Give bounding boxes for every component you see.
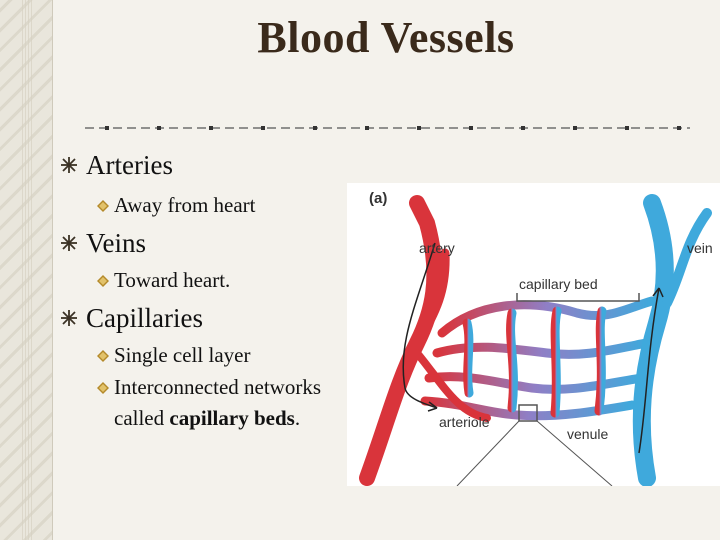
sub-bullet-toward: Toward heart. [97,265,230,296]
capillary-diagram: (a) artery vein capillary bed arteriole … [359,190,713,486]
vein-label: vein [687,240,713,256]
bullet-label: Capillaries [86,302,203,333]
diamond-bullet-icon [97,275,109,287]
bullet-veins: Veins [60,227,146,259]
capillary-bed-bracket [516,293,640,302]
arteriole-vessel [413,349,491,422]
sub-bullet-networks: Interconnected networks called capillary… [97,372,321,434]
artery-flow-arrow [402,242,438,409]
arteriole-label: arteriole [439,414,490,430]
bullet-arteries: Arteries [60,149,173,181]
panel-label: (a) [369,190,387,207]
sub-bullet-away: Away from heart [97,190,256,221]
capillary-beds-term: capillary beds [169,406,295,430]
bullet-capillaries: Capillaries [60,302,203,334]
networks-line2-prefix: called [114,406,170,430]
diamond-bullet-icon [97,200,109,212]
bullet-label: Arteries [86,149,173,180]
diamond-bullet-icon [97,350,109,362]
capillary-bed-label: capillary bed [519,276,598,292]
capillary-bed-figure: (a) artery vein capillary bed arteriole … [347,183,720,486]
sub-bullet-label: Away from heart [114,193,256,217]
cross-star-bullet-icon [61,157,77,173]
venule-label: venule [567,426,608,442]
sub-bullet-single-cell: Single cell layer [97,340,250,371]
networks-line2-suffix: . [294,406,301,430]
cross-star-bullet-icon [61,310,77,326]
artery-label: artery [419,240,455,256]
vein-flow-arrow [638,287,660,454]
side-bar-texture [22,0,32,540]
diamond-bullet-icon [97,382,109,394]
artery-branch [402,248,450,368]
sub-bullet-label: Single cell layer [114,343,251,367]
slide-title: Blood Vessels [257,13,515,62]
vein-branch [662,208,712,308]
sub-bullet-label: Toward heart. [114,268,231,292]
cross-star-bullet-icon [61,235,77,251]
vein-vessel [632,194,674,486]
decorative-side-bar [0,0,53,540]
magnify-box [518,404,538,422]
title-divider [85,126,690,130]
networks-line1: Interconnected networks [114,375,321,399]
sub-bullet-label: Interconnected networks called capillary… [114,372,321,434]
bullet-label: Veins [86,227,146,258]
